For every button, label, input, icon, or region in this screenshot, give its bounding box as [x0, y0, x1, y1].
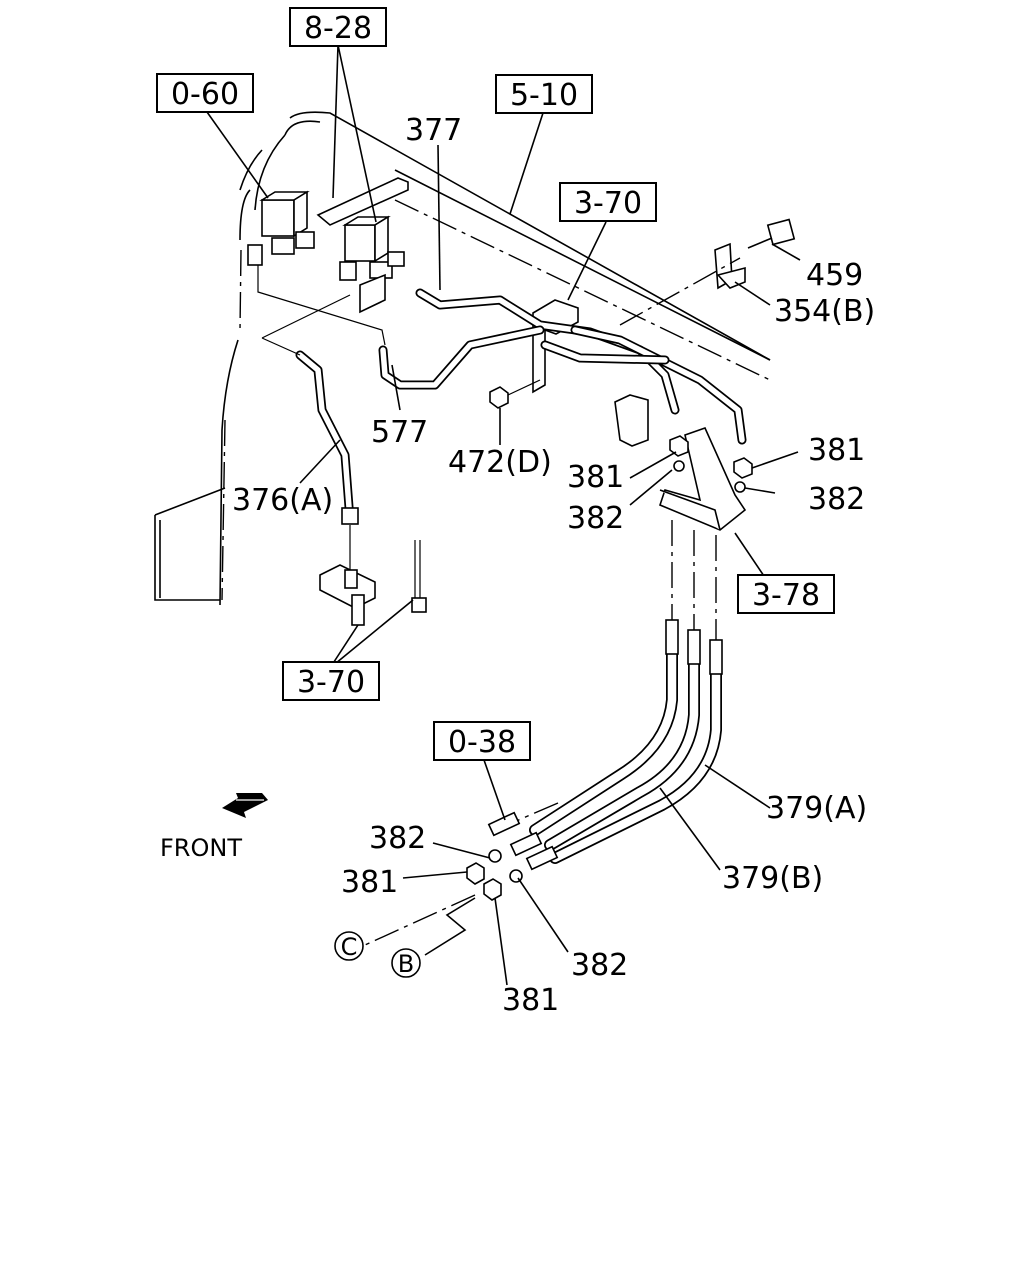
label-382-mid: 382	[567, 501, 624, 536]
svg-text:3-70: 3-70	[574, 186, 642, 221]
label-381-bottom-left: 381	[341, 865, 398, 900]
label-354b: 354(B)	[774, 294, 875, 329]
label-376a: 376(A)	[232, 483, 333, 518]
bracket-3-78	[614, 394, 747, 531]
svg-text:3-70: 3-70	[297, 665, 365, 700]
svg-text:C: C	[341, 933, 358, 961]
connector-b: B	[391, 948, 421, 978]
label-381-right: 381	[808, 433, 865, 468]
label-577: 577	[371, 415, 428, 450]
label-472d: 472(D)	[448, 445, 552, 480]
front-label: FRONT	[160, 834, 242, 862]
label-382-bottom: 382	[571, 948, 628, 983]
label-381-bottom: 381	[502, 983, 559, 1018]
label-381-mid: 381	[567, 460, 624, 495]
svg-text:3-78: 3-78	[752, 578, 820, 613]
front-arrow-icon	[222, 793, 268, 818]
label-382-bottom-left: 382	[369, 821, 426, 856]
fittings-lower	[466, 849, 523, 901]
svg-text:5-10: 5-10	[510, 78, 578, 113]
label-379a: 379(A)	[766, 791, 867, 826]
hoses-379	[487, 619, 723, 871]
ref-box-0-60: 0-60	[156, 73, 254, 113]
routing-lines	[257, 265, 386, 356]
pipe-377	[415, 288, 747, 445]
ref-box-5-10: 5-10	[495, 74, 593, 114]
label-379b: 379(B)	[722, 861, 823, 896]
valve-0-60	[247, 190, 315, 266]
label-382-right: 382	[808, 482, 865, 517]
svg-text:B: B	[398, 950, 414, 978]
clip-354b	[714, 242, 746, 290]
svg-text:0-60: 0-60	[171, 77, 239, 112]
ref-box-8-28: 8-28	[289, 7, 387, 47]
label-459: 459	[806, 258, 863, 293]
bolt-459	[619, 218, 796, 326]
nut-472d	[489, 379, 541, 409]
bracket-3-70-bottom	[319, 525, 427, 626]
pipe-577	[378, 325, 670, 390]
leader-lines	[206, 44, 801, 986]
connector-c: C	[334, 931, 364, 961]
valve-8-28	[316, 177, 409, 314]
ref-box-3-70-bottom: 3-70	[282, 661, 380, 701]
ref-box-3-78: 3-78	[737, 574, 835, 614]
svg-text:0-38: 0-38	[448, 725, 516, 760]
frame-rail-top	[394, 169, 771, 381]
ref-box-3-70-top: 3-70	[559, 182, 657, 222]
fittings-upper	[669, 435, 753, 493]
pipe-376a	[295, 350, 359, 525]
cab-outline	[154, 111, 771, 606]
ref-box-0-38: 0-38	[433, 721, 531, 761]
svg-text:8-28: 8-28	[304, 11, 372, 46]
label-377: 377	[405, 113, 462, 148]
